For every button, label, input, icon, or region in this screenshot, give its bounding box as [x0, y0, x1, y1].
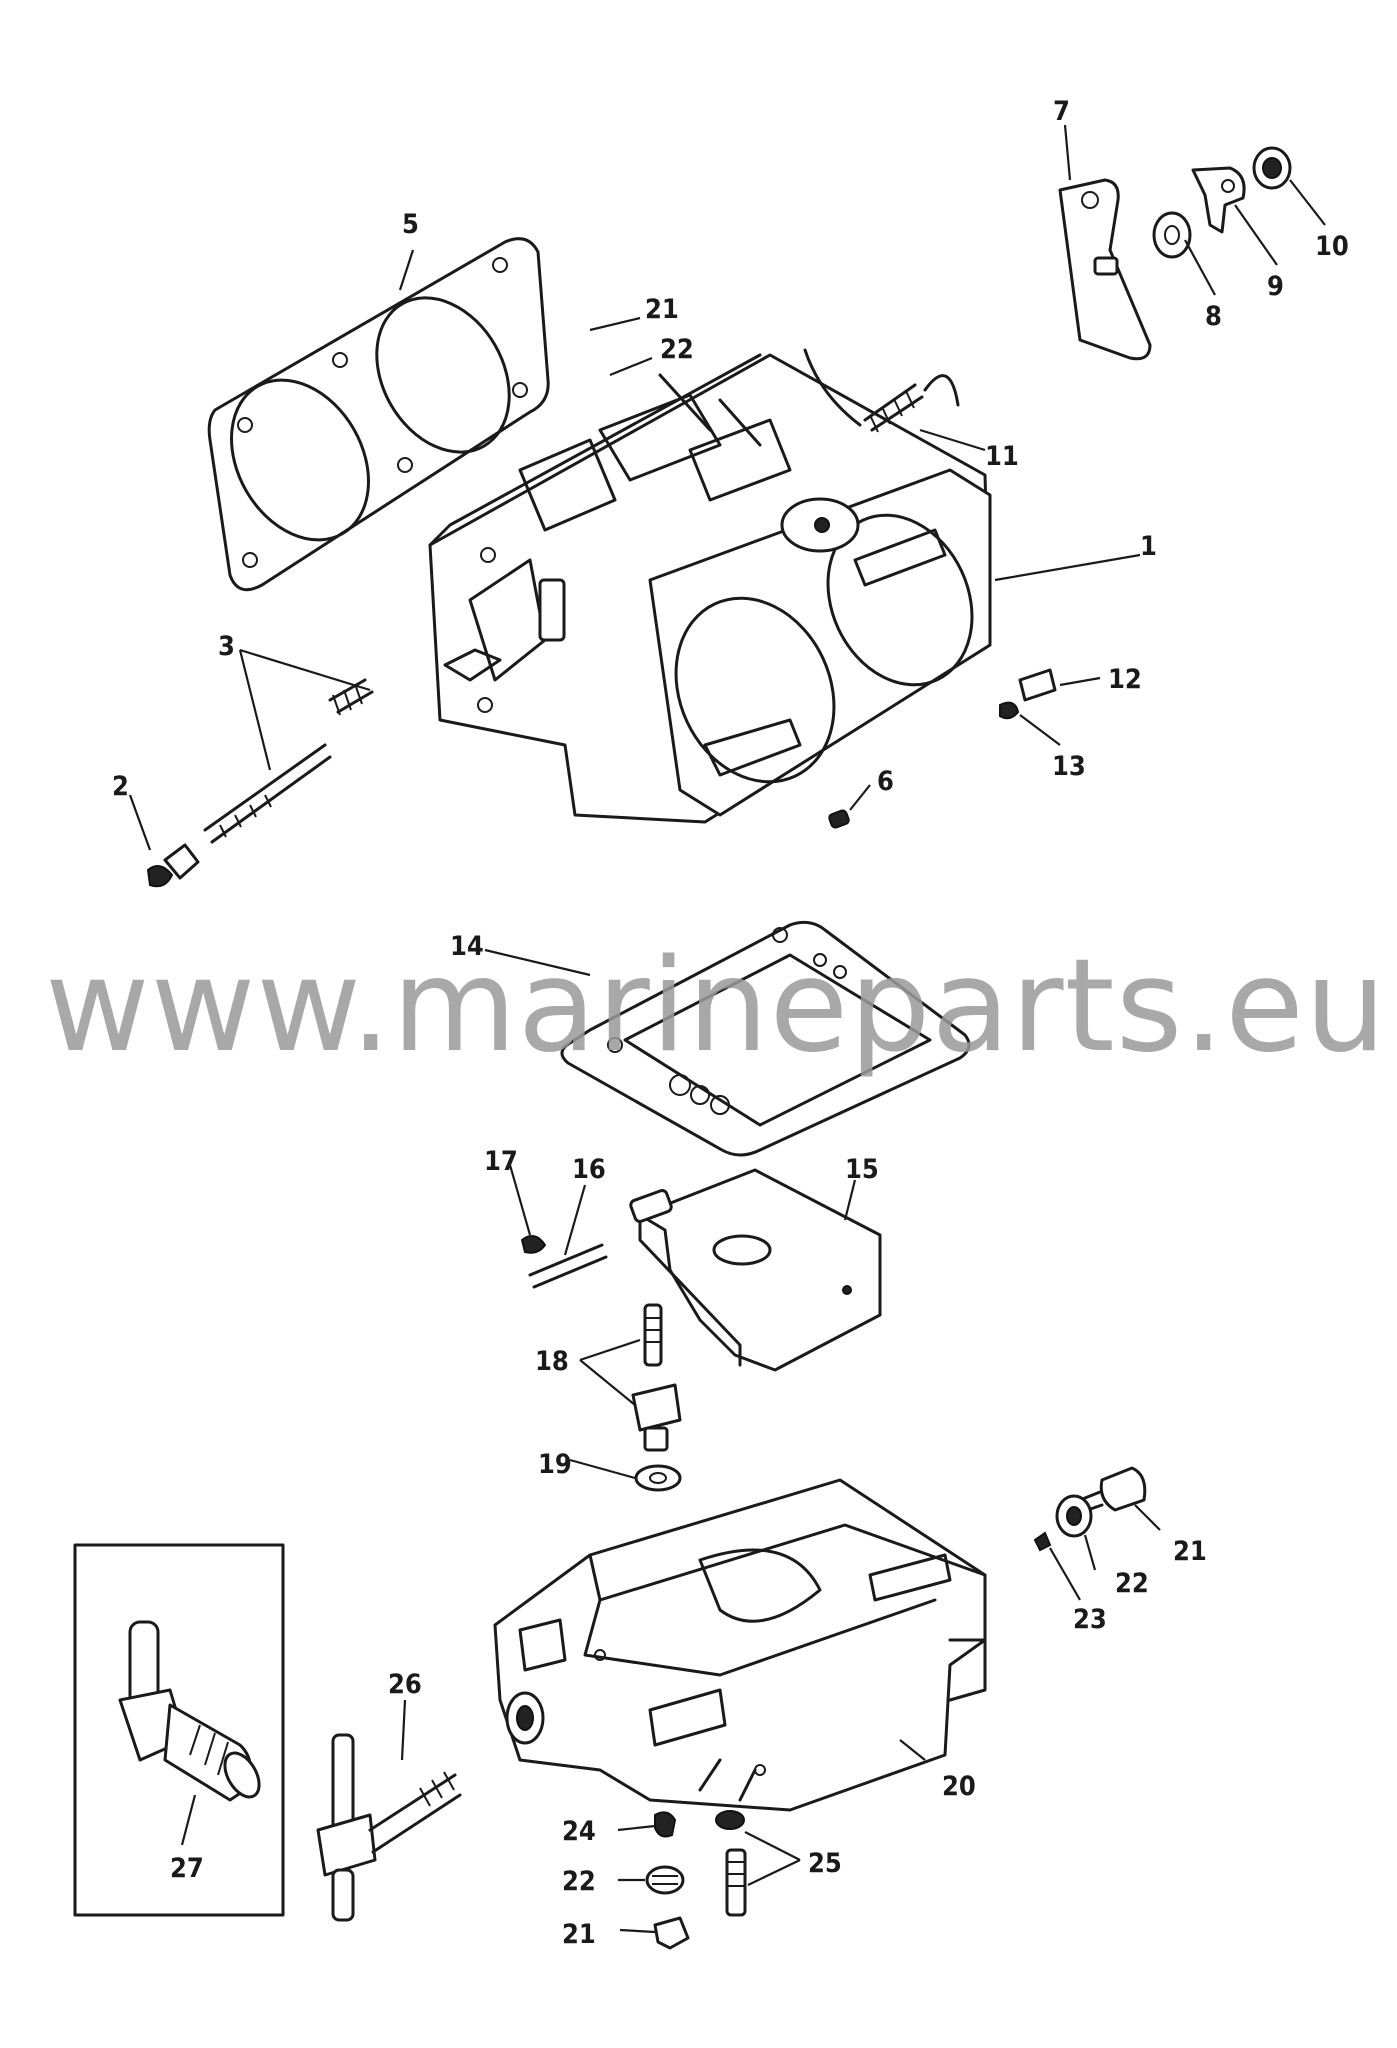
- callout-18: 18: [535, 1346, 569, 1377]
- callout-27: 27: [170, 1853, 204, 1884]
- float: [629, 1168, 882, 1372]
- callout-22-right: 22: [1115, 1568, 1149, 1599]
- callout-26: 26: [388, 1669, 422, 1700]
- callout-5: 5: [402, 209, 419, 240]
- callout-8: 8: [1205, 301, 1222, 332]
- callout-22-top: 22: [660, 334, 694, 365]
- float-pin: [520, 1235, 608, 1289]
- bowl-plug-set-bottom: [645, 1810, 747, 1950]
- throttle-return-spring: [803, 348, 960, 433]
- callout-17: 17: [484, 1146, 518, 1177]
- leader-lines: [128, 124, 1326, 1934]
- callout-14: 14: [450, 931, 484, 962]
- callout-19: 19: [538, 1449, 572, 1480]
- callout-25: 25: [808, 1848, 842, 1879]
- adjust-screw-and-nut: [999, 668, 1057, 720]
- callout-13: 13: [1052, 751, 1086, 782]
- fuel-inlet-fitting: [316, 1733, 462, 1922]
- callout-2: 2: [112, 771, 129, 802]
- callout-20: 20: [942, 1771, 976, 1802]
- inlet-needle-and-seat: [631, 1303, 682, 1452]
- callout-9: 9: [1267, 271, 1284, 302]
- seat-gasket: [634, 1464, 682, 1492]
- callout-10: 10: [1315, 231, 1349, 262]
- idle-mixture-screw-assembly: [146, 678, 374, 888]
- callout-15: 15: [845, 1154, 879, 1185]
- callout-7: 7: [1053, 96, 1070, 127]
- callout-3: 3: [218, 631, 235, 662]
- throttle-lever-assembly: [1058, 146, 1292, 361]
- watermark-text: www.marineparts.eu: [45, 932, 1387, 1081]
- callout-16: 16: [572, 1154, 606, 1185]
- callout-21-bottom: 21: [562, 1919, 596, 1950]
- callout-11: 11: [985, 441, 1019, 472]
- callout-6: 6: [877, 766, 894, 797]
- flange-gasket: [207, 237, 550, 592]
- base-gasket: [560, 920, 971, 1157]
- callout-23: 23: [1073, 1604, 1107, 1635]
- callout-1: 1: [1140, 531, 1157, 562]
- bowl-plug-set-right: [1033, 1466, 1147, 1552]
- alternate-fitting-inset: [73, 1543, 285, 1917]
- callout-22-bottom: 22: [562, 1866, 596, 1897]
- callout-21-top: 21: [645, 294, 679, 325]
- callout-12: 12: [1108, 664, 1142, 695]
- callout-21-right: 21: [1173, 1536, 1207, 1567]
- callout-labels: 5 21 22 7 8 9 10 11 1 12 13 6 3 2 14 17 …: [112, 96, 1349, 1950]
- small-plug: [828, 809, 850, 829]
- callout-24: 24: [562, 1816, 596, 1847]
- fuel-bowl: [493, 1478, 987, 1812]
- throttle-body: [428, 353, 992, 824]
